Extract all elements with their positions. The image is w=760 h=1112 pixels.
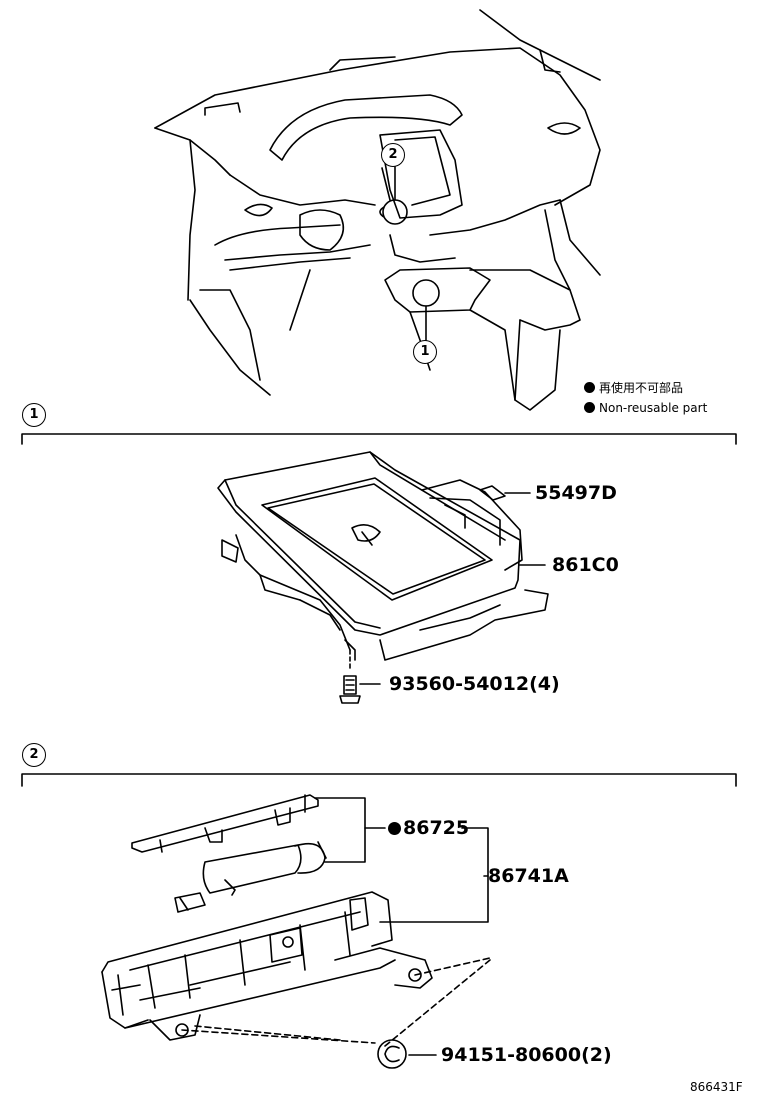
part-86725-text: 86725 (403, 817, 470, 839)
legend: 再使用不可部品 Non-reusable part (584, 380, 707, 416)
section-marker-2: 2 (22, 743, 46, 767)
wireless-charger-drawing (217, 451, 549, 704)
non-reusable-dot-icon (584, 382, 595, 393)
part-label-clip: 94151-80600(2) (441, 1044, 612, 1066)
section-1-leaders (359, 492, 546, 685)
dashboard-overview-drawing (154, 9, 601, 411)
section-2-bracket (21, 773, 737, 787)
part-label-screw: 93560-54012(4) (389, 673, 560, 695)
section-1-bracket (21, 433, 737, 445)
part-label-861c0: 861C0 (552, 554, 619, 576)
non-reusable-dot-icon (388, 822, 401, 835)
legend-item-en: Non-reusable part (584, 400, 707, 416)
part-label-55497d: 55497D (535, 482, 617, 504)
section-2-leaders (181, 797, 491, 1069)
legend-text-jp: 再使用不可部品 (599, 381, 684, 395)
part-label-86725: 86725 (388, 818, 469, 838)
section-marker-1: 1 (22, 403, 46, 427)
part-label-86741a: 86741A (488, 865, 569, 887)
figure-number: 866431F (690, 1080, 743, 1094)
legend-item-jp: 再使用不可部品 (584, 380, 707, 396)
legend-text-en: Non-reusable part (599, 401, 708, 415)
overview-marker-2: 2 (381, 143, 405, 167)
usb-module-drawing (101, 794, 433, 1041)
overview-marker-1: 1 (413, 340, 437, 364)
non-reusable-dot-icon (584, 402, 595, 413)
